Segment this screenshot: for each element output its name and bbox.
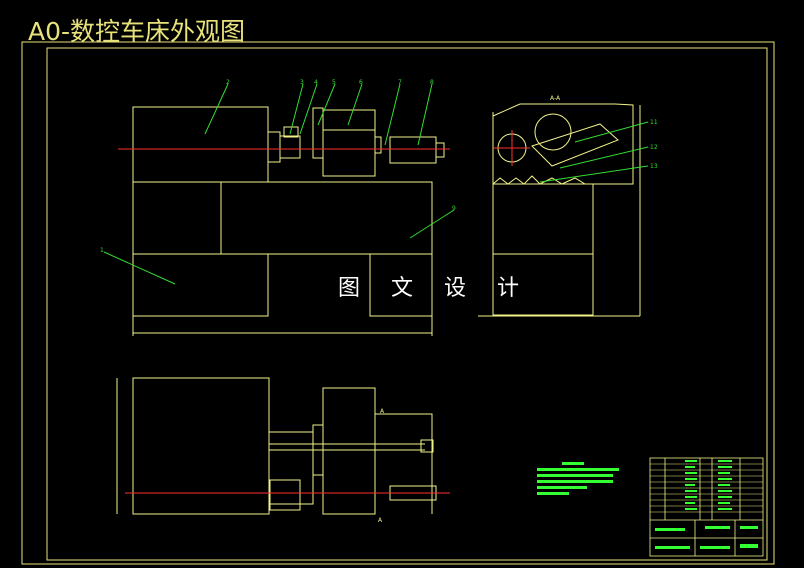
section-centerlines [494,130,530,166]
part-number-12: 12 [650,144,658,151]
note-line-2 [537,474,613,477]
leader-1 [103,251,176,285]
leader-7 [384,83,401,146]
top-view-marks: A A [378,408,385,524]
spindle-nose [279,135,301,159]
chuck-jaw-top [283,126,299,138]
leader-3 [289,83,304,135]
base-right [369,182,433,317]
section-label: A-A [550,95,561,102]
section-mark-top: A [380,408,385,415]
part-number-9: 9 [452,205,456,212]
tool-holder [374,136,382,154]
notes-heading [562,462,584,465]
tailstock-quill [435,142,445,158]
tool-turret-top [322,109,376,131]
part-number-7: 7 [398,79,402,86]
carriage-slide-section [531,123,619,167]
leader-12 [559,146,649,169]
drawing-title: A0-数控车床外观图 [28,17,246,46]
leader-6 [347,83,363,126]
top-carriage [322,387,376,515]
section-mark-bottom: A [378,517,383,524]
drawing-frame [21,41,775,565]
top-chuck [269,479,301,511]
section-outline [492,103,634,316]
part-number-5: 5 [332,79,336,86]
front-view [132,106,445,336]
bed-middle [220,181,433,255]
part-number-1: 1 [100,247,104,254]
bed-left-upper [132,181,222,255]
inner-border [46,47,768,561]
leader-4 [299,83,318,135]
part-number-4: 4 [314,79,318,86]
part-number-11: 11 [650,119,658,126]
section-part-numbers: 11 12 13 [650,119,658,170]
headstock-top [132,106,269,183]
top-right-edge [375,413,433,514]
part-number-2: 2 [226,79,230,86]
part-number-8: 8 [430,79,434,86]
front-part-numbers: 2 3 4 5 6 7 8 1 9 [100,79,456,254]
parts-list-rows [650,463,763,513]
leader-9 [409,209,455,239]
note-line-5 [537,492,569,495]
leader-11 [574,121,649,143]
part-number-3: 3 [300,79,304,86]
turret-section [534,113,572,151]
front-leaders [103,83,455,285]
leader-2 [204,83,229,135]
base-left [132,253,269,317]
section-leaders [539,121,649,183]
leader-13 [539,165,649,183]
title-block [649,457,764,557]
leader-8 [417,83,433,146]
parts-list-entries [655,460,758,549]
note-line-1 [537,468,619,471]
leader-5 [317,83,336,126]
technical-notes [537,462,619,495]
guideway-profile [492,175,593,185]
outer-border [21,41,775,565]
note-line-3 [537,480,613,483]
top-view [116,377,437,515]
top-end-bracket [420,439,434,453]
chuck [267,131,281,163]
note-line-4 [537,486,587,489]
top-headstock [132,377,270,515]
part-number-6: 6 [359,79,363,86]
tool-turret [322,129,376,177]
tailstock [389,136,437,164]
title-block-outer [649,457,764,557]
watermark-text: 图 文 设 计 [338,276,531,301]
part-number-13: 13 [650,163,658,170]
section-view [478,103,641,317]
